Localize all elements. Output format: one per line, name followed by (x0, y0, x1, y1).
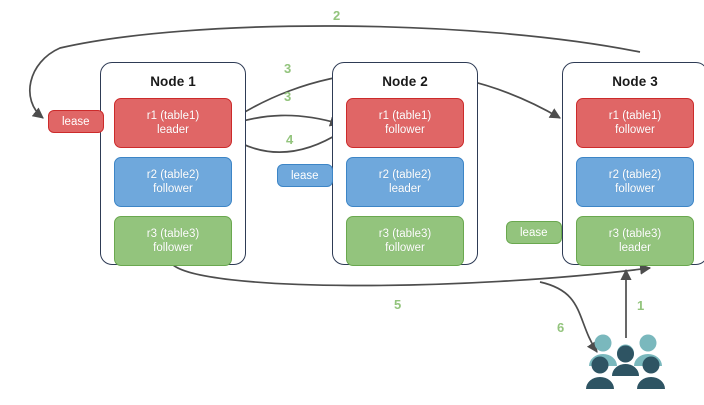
replica-role: follower (385, 242, 425, 254)
step-label-5: 5 (394, 297, 402, 312)
replica-role: follower (615, 124, 655, 136)
step-label-6: 6 (557, 320, 565, 335)
replica-role: follower (385, 124, 425, 136)
replica-name: r2 (table2) (608, 168, 662, 181)
replica-role: leader (619, 242, 651, 254)
replica-name: r3 (table3) (146, 227, 200, 240)
replica-name: r1 (table1) (608, 109, 662, 122)
replica-name: r1 (table1) (146, 109, 200, 122)
replica-r2-table2[interactable]: r2 (table2) leader (346, 157, 464, 207)
node-title: Node 2 (382, 74, 428, 89)
users-group-icon (586, 334, 665, 389)
replica-list: r1 (table1) follower r2 (table2) followe… (563, 98, 704, 278)
node-card-1[interactable]: Node 1 r1 (table1) leader r2 (table2) fo… (100, 62, 246, 266)
replica-role: leader (157, 124, 189, 136)
replica-list: r1 (table1) follower r2 (table2) leader … (333, 98, 477, 278)
replica-role: follower (153, 242, 193, 254)
step-label-2: 2 (333, 8, 341, 23)
replica-role: leader (389, 183, 421, 195)
replica-r3-table3[interactable]: r3 (table3) leader (576, 216, 694, 266)
replica-role: follower (153, 183, 193, 195)
replica-r3-table3[interactable]: r3 (table3) follower (346, 216, 464, 266)
step-label-3b: 3 (284, 89, 292, 104)
node-title: Node 1 (150, 74, 196, 89)
replica-name: r3 (table3) (608, 227, 662, 240)
step-label-3a: 3 (284, 61, 292, 76)
node-card-2[interactable]: Node 2 r1 (table1) follower r2 (table2) … (332, 62, 478, 266)
node-title: Node 3 (612, 74, 658, 89)
replica-list: r1 (table1) leader r2 (table2) follower … (101, 98, 245, 278)
replica-role: follower (615, 183, 655, 195)
step-label-4: 4 (286, 132, 294, 147)
replica-name: r2 (table2) (146, 168, 200, 181)
replica-r1-table1[interactable]: r1 (table1) follower (576, 98, 694, 148)
lease-chip-red[interactable]: lease (48, 110, 104, 133)
node-card-3[interactable]: Node 3 r1 (table1) follower r2 (table2) … (562, 62, 704, 266)
replica-name: r3 (table3) (378, 227, 432, 240)
replica-name: r1 (table1) (378, 109, 432, 122)
lease-chip-green[interactable]: lease (506, 221, 562, 244)
replica-name: r2 (table2) (378, 168, 432, 181)
replica-r2-table2[interactable]: r2 (table2) follower (576, 157, 694, 207)
lease-chip-blue[interactable]: lease (277, 164, 333, 187)
replica-r1-table1[interactable]: r1 (table1) leader (114, 98, 232, 148)
replica-r2-table2[interactable]: r2 (table2) follower (114, 157, 232, 207)
replica-r3-table3[interactable]: r3 (table3) follower (114, 216, 232, 266)
replica-r1-table1[interactable]: r1 (table1) follower (346, 98, 464, 148)
step-label-1: 1 (637, 298, 645, 313)
